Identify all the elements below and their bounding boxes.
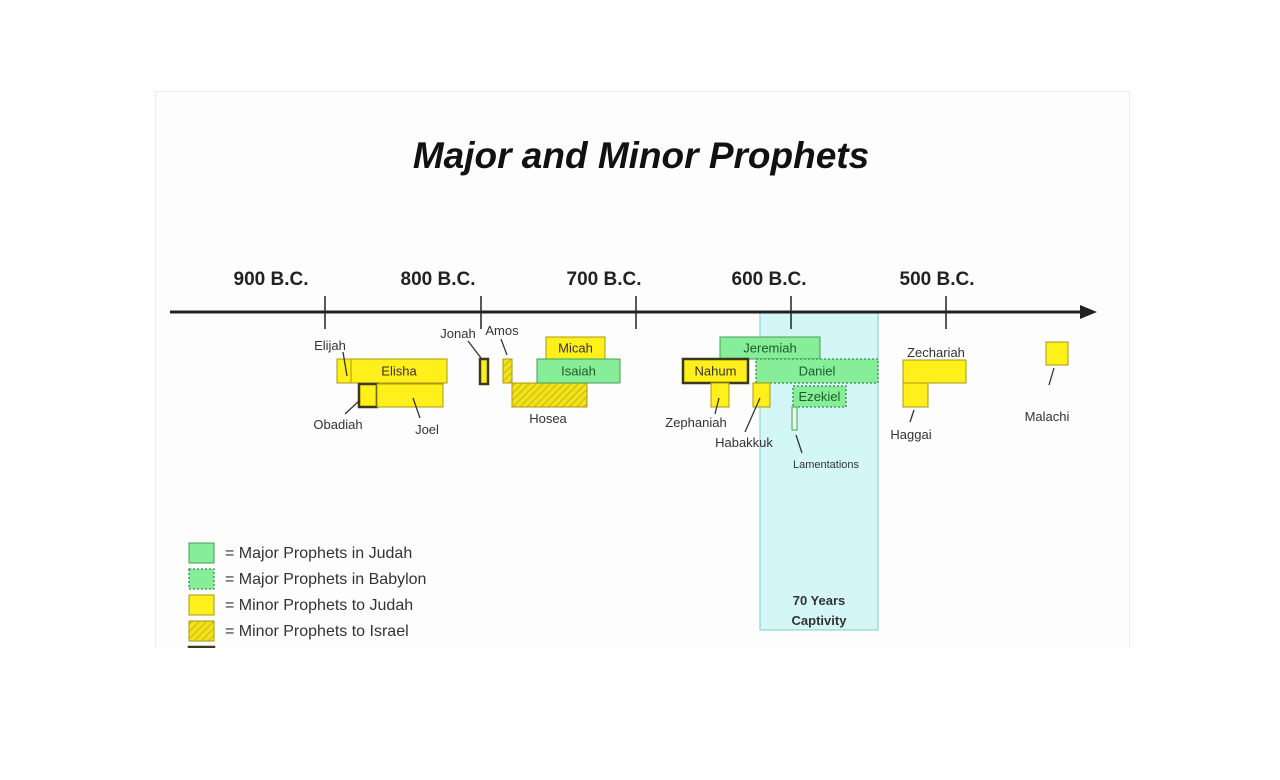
page-background-bottom (0, 648, 1280, 780)
prophet-label: Elisha (381, 364, 417, 379)
legend-swatch (188, 542, 215, 564)
prophet-label: Ezekiel (799, 389, 841, 404)
page-title: Major and Minor Prophets (413, 135, 869, 176)
prophet-box (376, 383, 444, 408)
legend-swatch (188, 594, 215, 616)
axis-arrow-icon (1080, 305, 1097, 319)
prophet-obadiah: Obadiah (313, 382, 379, 432)
prophet-box (792, 385, 847, 408)
legend-label: = Major Prophets in Judah (225, 545, 412, 562)
prophet-label: Daniel (799, 364, 836, 379)
prophet-nahum: Nahum (681, 357, 750, 385)
leader-line (744, 397, 761, 433)
axis-tick-label: 900 B.C. (234, 269, 309, 290)
legend-item-major_judah: = Major Prophets in Judah (188, 542, 412, 564)
prophet-label: Joel (415, 422, 439, 437)
prophet-box (357, 382, 379, 409)
prophet-label: Haggai (890, 427, 931, 442)
captivity-label-line1: 70 Years (793, 593, 846, 608)
prophet-daniel: Daniel (755, 358, 879, 384)
prophet-box (902, 359, 967, 384)
legend-swatch (188, 620, 215, 642)
leader-line (500, 338, 508, 356)
captivity-label-line2: Captivity (792, 613, 848, 628)
prophet-label: Malachi (1025, 409, 1070, 424)
prophet-label: Hosea (529, 411, 567, 426)
legend-item-minor_israel: = Minor Prophets to Israel (188, 620, 409, 642)
diagram-card (155, 91, 1130, 649)
prophet-isaiah: Isaiah (536, 358, 621, 384)
prophet-label: Jeremiah (743, 341, 796, 356)
prophet-jonah: Jonah (440, 326, 490, 386)
legend-label: = Minor Prophets to Israel (225, 623, 409, 640)
leader-line (467, 340, 482, 359)
leader-line (795, 434, 803, 454)
prophet-label: Zephaniah (665, 415, 726, 430)
prophet-label: Lamentations (793, 459, 860, 471)
leader-line (714, 397, 720, 415)
prophet-box (1045, 341, 1069, 366)
prophet-zechariah: Zechariah (902, 345, 967, 384)
prophet-jeremiah: Jeremiah (719, 336, 821, 360)
prophet-lamentations: Lamentations (791, 406, 860, 471)
prophet-zephaniah: Zephaniah (665, 382, 730, 430)
legend-item-major_babylon: = Major Prophets in Babylon (188, 568, 426, 590)
prophet-elisha: Elisha (350, 358, 448, 384)
prophet-box (536, 358, 621, 384)
prophet-joel: Joel (376, 383, 444, 437)
prophet-elijah: Elijah (314, 338, 352, 384)
prophet-habakkuk: Habakkuk (715, 382, 773, 450)
prophet-box (752, 382, 771, 408)
prophet-box (681, 357, 750, 385)
prophet-box (336, 358, 352, 384)
axis-tick-label: 600 B.C. (732, 269, 807, 290)
prophet-box (478, 357, 490, 386)
axis-tick-label: 500 B.C. (900, 269, 975, 290)
prophet-haggai: Haggai (890, 382, 932, 442)
prophet-box (902, 382, 929, 408)
prophet-malachi: Malachi (1025, 341, 1070, 424)
prophet-hosea: Hosea (511, 382, 588, 426)
axis-tick-label: 800 B.C. (401, 269, 476, 290)
prophet-box (511, 382, 588, 408)
prophet-label: Nahum (695, 364, 737, 379)
prophet-box (755, 358, 879, 384)
prophet-box (350, 358, 448, 384)
prophet-label: Jonah (440, 326, 475, 341)
prophet-box (502, 358, 513, 384)
leader-line (344, 399, 361, 415)
prophet-label: Zechariah (907, 345, 965, 360)
prophet-micah: Micah (545, 336, 606, 360)
legend-swatch (188, 568, 215, 590)
legend-label: = Major Prophets in Babylon (225, 571, 426, 588)
legend-label: = Minor Prophets to Judah (225, 597, 413, 614)
axis-tick-label: 700 B.C. (567, 269, 642, 290)
prophet-box (791, 406, 798, 431)
leader-line (909, 409, 915, 423)
prophet-label: Obadiah (313, 417, 362, 432)
legend-item-minor_judah: = Minor Prophets to Judah (188, 594, 413, 616)
prophet-label: Habakkuk (715, 435, 773, 450)
leader-line (412, 397, 421, 419)
prophet-label: Micah (558, 341, 593, 356)
prophet-amos: Amos (485, 323, 519, 384)
leader-line (342, 351, 348, 377)
leader-line (1048, 367, 1055, 386)
prophet-label: Isaiah (561, 364, 596, 379)
prophet-label: Amos (485, 323, 519, 338)
prophet-box (710, 382, 730, 408)
prophet-label: Elijah (314, 338, 346, 353)
prophet-ezekiel: Ezekiel (792, 385, 847, 408)
